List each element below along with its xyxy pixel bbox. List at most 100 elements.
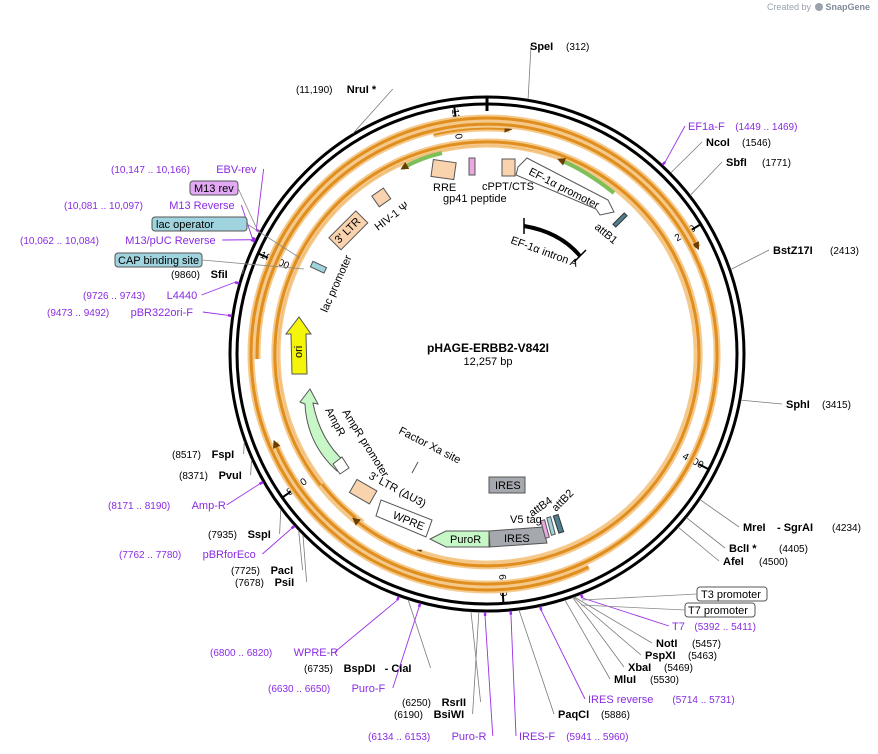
tick-mark-5 xyxy=(453,106,457,118)
orange-arc-0 xyxy=(433,124,513,136)
primer-leader-wpre-r xyxy=(334,599,398,653)
site-ncoi: NcoI(1546) xyxy=(706,137,771,149)
site-pos-rsrii: (6250) xyxy=(402,698,431,709)
tick-mark-4 xyxy=(257,252,269,259)
site-name-sspi: SspI xyxy=(248,529,271,541)
site-fspi: (8517)FspI xyxy=(172,449,234,461)
primer-pos-ires-reverse: (5714 .. 5731) xyxy=(672,695,734,706)
site-afei: AfeI(4500) xyxy=(723,556,788,568)
primer-name-t7: T7 xyxy=(672,621,685,633)
site-pos-sspi: (7935) xyxy=(208,530,237,541)
rre-box xyxy=(430,158,457,181)
green-arrow-ef1a xyxy=(557,158,616,195)
svg-text:CAP binding site: CAP binding site xyxy=(118,255,199,267)
primer-leader-amp-r xyxy=(226,483,260,506)
primer-puro-f: (6630 .. 6650)Puro-F xyxy=(268,602,422,695)
orange-arc-5 xyxy=(255,122,719,586)
primer-pos-pbr322ori-f: (9473 .. 9492) xyxy=(47,308,109,319)
site-leader-bcli xyxy=(686,517,726,549)
lac-promoter-label: lac promoter xyxy=(319,253,355,314)
site-paqci: PaqCI(5886) xyxy=(558,709,630,721)
site-pos-xbai: (5469) xyxy=(664,663,693,674)
site-name-mrei: MreI xyxy=(743,522,766,534)
site-name-psii: PsiI xyxy=(275,577,295,589)
site-pos-nrui: (11,190) xyxy=(296,85,333,96)
primer-mark-pbrforeco xyxy=(290,524,296,530)
attb4-box xyxy=(546,516,556,536)
site-name-pspxi: PspXI xyxy=(645,650,676,662)
site-spei: SpeI(312) xyxy=(530,41,589,53)
site-sbfi: SbfI(1771) xyxy=(726,157,791,169)
site-leader-psii xyxy=(302,534,307,583)
green-arrow-rre xyxy=(400,151,443,170)
rre-label: RRE xyxy=(433,182,456,194)
svg-text:M13 rev: M13 rev xyxy=(194,183,234,195)
factor-xa-label: Factor Xa site xyxy=(397,425,463,466)
credit-prefix: Created by xyxy=(766,2,811,12)
site-name-bstz17i: BstZ17I xyxy=(773,245,813,257)
primer-ires-f: IRES-F(5941 .. 5960) xyxy=(509,610,628,743)
site-leader-sphi xyxy=(740,399,783,405)
site-name-paci: PacI xyxy=(271,565,294,577)
ltr-top-box xyxy=(328,210,369,251)
primer-name-wpre-r: WPRE-R xyxy=(294,647,339,659)
site-leader-paqci xyxy=(518,609,555,715)
primer-leader-ef1a-f xyxy=(664,125,686,163)
site-sfii: (9860)SfiI xyxy=(171,269,228,281)
orange-arc-1 xyxy=(249,116,699,592)
primer-leader-puro-f xyxy=(392,606,420,689)
svg-text:T3 promoter: T3 promoter xyxy=(701,589,761,601)
ori-arrow xyxy=(284,316,312,375)
primer-leader-pbrforeco xyxy=(262,528,292,555)
primer-name-m13-puc-reverse: M13/pUC Reverse xyxy=(125,235,215,247)
m13-rev-tag: M13 rev xyxy=(189,180,239,196)
hiv-psi-box xyxy=(371,187,392,208)
site-bstz17i: BstZ17I (2413) xyxy=(773,245,859,257)
site-pos-sbfi: (1771) xyxy=(762,158,791,169)
primer-pos-amp-r: (8171 .. 8190) xyxy=(108,501,170,512)
site-mlui: MluI(5530) xyxy=(614,674,679,686)
primer-name-pbr322ori-f: pBR322ori-F xyxy=(131,307,194,319)
primer-name-ebv-rev: EBV-rev xyxy=(216,164,257,176)
primer-pos-m13-puc-reverse: (10,062 .. 10,084) xyxy=(20,236,99,247)
site-pos-paqci: (5886) xyxy=(601,710,630,721)
primer-pbrforeco: (7762 .. 7780)pBRforEco xyxy=(119,524,296,561)
attb2-box xyxy=(552,513,565,534)
primer-pos-m13-reverse: (10,081 .. 10,097) xyxy=(64,201,143,212)
orange-arc-4 xyxy=(273,140,701,568)
svg-text:T7 promoter: T7 promoter xyxy=(688,605,748,617)
primer-name-ires-f: IRES-F xyxy=(519,731,555,743)
site-pos-sfii: (9860) xyxy=(171,270,200,281)
primer-pos-wpre-r: (6800 .. 6820) xyxy=(210,648,272,659)
t7-promoter-tag: T7 promoter xyxy=(684,602,756,618)
site-leader-sfii xyxy=(242,267,245,275)
site-sspi: (7935) SspI xyxy=(208,529,271,541)
tick-mark-0 xyxy=(690,223,702,231)
site-name-sphi: SphI xyxy=(786,399,810,411)
site-pos-bstz17i: (2413) xyxy=(830,246,859,257)
attb1-box xyxy=(612,212,628,228)
site-name-mlui: MluI xyxy=(614,674,636,686)
credit-brand: SnapGene xyxy=(825,2,870,12)
site-leader-afei xyxy=(677,526,720,562)
t7-promoter-leader xyxy=(580,604,686,611)
site-leader-bsiwi xyxy=(472,611,480,715)
site-pos-pvui: (8371) xyxy=(179,471,208,482)
primer-name-l4440: L4440 xyxy=(167,290,198,302)
ltr-bottom-box xyxy=(348,478,378,505)
primer-mark-puro-f xyxy=(417,602,422,608)
lac-operator-leader xyxy=(246,223,301,259)
primer-mark-wpre-r xyxy=(396,595,400,601)
primer-name-amp-r: Amp-R xyxy=(192,500,226,512)
site-pos-mrei: (4234) xyxy=(832,523,861,534)
primer-mark-ef1a-f xyxy=(661,161,667,166)
orange-arcs xyxy=(247,114,721,594)
site-name-fspi: FspI xyxy=(212,449,235,461)
primer-pos-t7: (5392 .. 5411) xyxy=(694,622,756,633)
primer-name-puro-f: Puro-F xyxy=(352,683,386,695)
site-name-ncoi: NcoI xyxy=(706,137,730,149)
site-sphi: SphI(3415) xyxy=(786,399,851,411)
site-name-xbai: XbaI xyxy=(628,662,651,674)
primer-mark-t7 xyxy=(579,593,584,599)
